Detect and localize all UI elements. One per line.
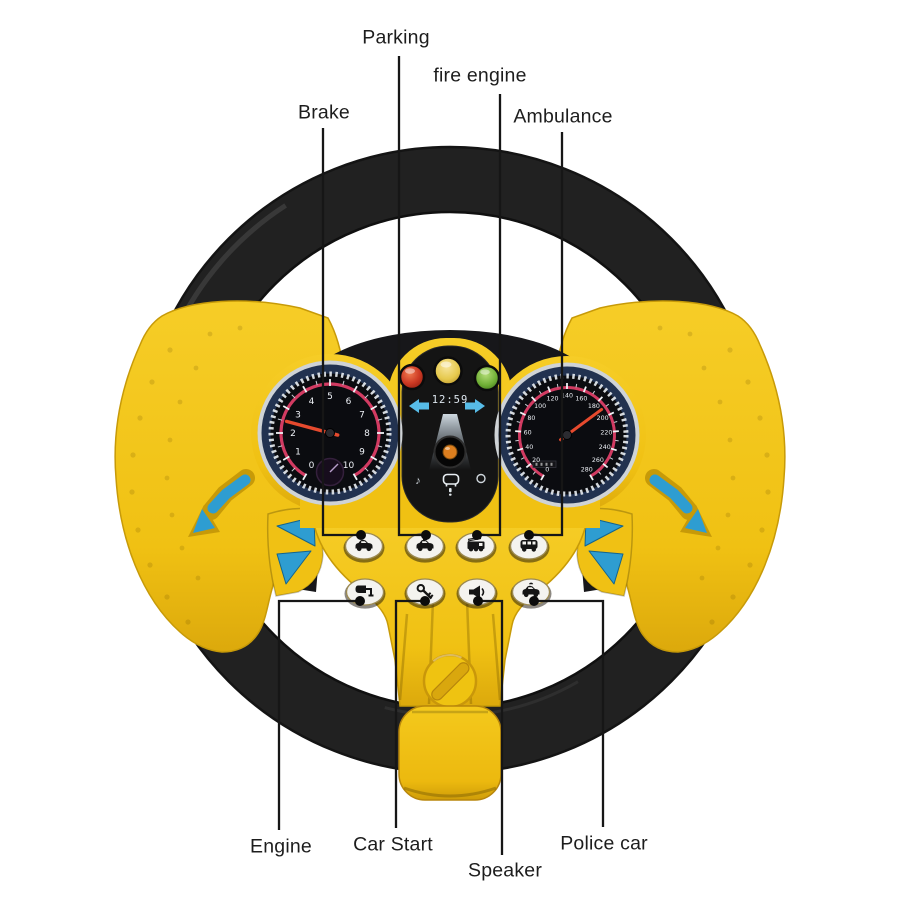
leader-ambulance: [533, 132, 564, 537]
svg-text:60: 60: [524, 429, 532, 436]
svg-text:180: 180: [588, 403, 600, 410]
svg-text:0: 0: [545, 466, 549, 473]
callout-police-car: Police car: [560, 832, 648, 855]
odometer: [532, 460, 557, 468]
leader-parking: [397, 56, 422, 537]
leader-fire-engine: [481, 94, 502, 537]
traffic-light-yellow: [433, 356, 463, 386]
svg-text:2: 2: [290, 429, 296, 439]
svg-text:5: 5: [327, 392, 333, 402]
leader-engine: [277, 599, 356, 830]
svg-text:120: 120: [547, 395, 559, 402]
svg-text:0: 0: [309, 461, 315, 471]
svg-text:100: 100: [534, 403, 546, 410]
tachometer-scale: 01 2 34 5 67 8 9 10: [276, 379, 384, 481]
svg-text:160: 160: [575, 395, 587, 402]
left-arrow-icon: [409, 399, 429, 413]
svg-text:220: 220: [600, 429, 612, 436]
callout-fire-engine: fire engine: [433, 64, 527, 87]
center-button[interactable]: [433, 435, 467, 469]
traffic-lights: [398, 356, 501, 392]
mount-clamp: [398, 705, 502, 801]
leader-lines: [277, 56, 605, 855]
traffic-light-green: [473, 364, 501, 392]
svg-text:1: 1: [295, 448, 301, 458]
callout-ambulance: Ambulance: [513, 105, 613, 128]
tachometer: 01 2 34 5 67 8 9 10: [257, 360, 403, 506]
callout-car-start: Car Start: [353, 833, 433, 856]
car-icon: [442, 473, 460, 487]
leader-speaker: [482, 599, 504, 855]
console-icons: ♪: [415, 473, 486, 496]
svg-text:280: 280: [581, 466, 593, 473]
leader-car-start: [394, 599, 421, 828]
svg-text:6: 6: [346, 397, 352, 407]
svg-text:40: 40: [525, 444, 533, 451]
svg-text:260: 260: [592, 457, 604, 464]
leader-dots: [355, 530, 539, 606]
svg-text:10: 10: [343, 461, 355, 471]
right-arrow-icon: [465, 399, 485, 413]
callout-parking: Parking: [362, 26, 430, 49]
callout-engine: Engine: [250, 835, 312, 858]
svg-text:240: 240: [599, 444, 611, 451]
callout-brake: Brake: [298, 101, 350, 124]
svg-text:200: 200: [597, 415, 609, 422]
svg-text:9: 9: [359, 448, 365, 458]
exclamation-icon: [449, 488, 452, 496]
leader-brake: [321, 128, 357, 537]
button-engine[interactable]: [343, 578, 387, 610]
svg-text:8: 8: [364, 429, 370, 439]
svg-text:7: 7: [359, 411, 365, 421]
clock-display: 12:59: [432, 394, 469, 406]
svg-text:140: 140: [561, 393, 573, 400]
svg-text:20: 20: [532, 457, 540, 464]
svg-text:4: 4: [309, 397, 315, 407]
leader-police-car: [538, 599, 605, 827]
music-note-icon: ♪: [415, 475, 421, 487]
svg-text:80: 80: [527, 415, 535, 422]
callout-speaker: Speaker: [467, 859, 543, 882]
svg-text:3: 3: [295, 411, 301, 421]
circle-icon: [476, 473, 486, 484]
